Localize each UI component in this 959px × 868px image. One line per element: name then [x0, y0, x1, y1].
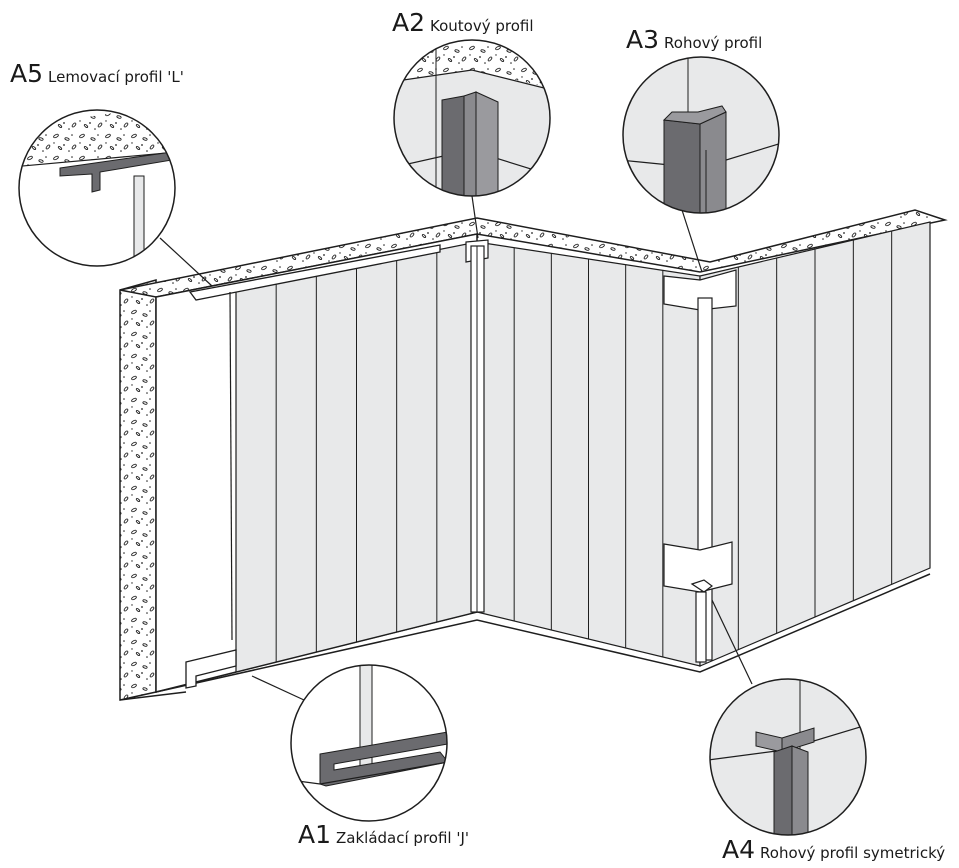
label-a1-name: Zakládací profil 'J' [336, 829, 470, 847]
j-profile-bottom [185, 649, 237, 689]
label-a2-code: A2 [392, 8, 426, 37]
label-a3-code: A3 [626, 25, 660, 54]
callout-a5-detail [18, 109, 176, 267]
left-wall-edge-plaster [119, 279, 157, 701]
callout-a1-detail [290, 664, 448, 822]
symmetric-corner-profile [663, 541, 733, 663]
label-a4-name: Rohový profil symetrický [760, 844, 946, 862]
label-a5-name: Lemovací profil 'L' [48, 68, 184, 86]
label-a5-code: A5 [10, 59, 44, 88]
label-a1-code: A1 [298, 820, 332, 849]
wall-bottom-ledge [119, 573, 931, 701]
right-panel-seams [737, 231, 893, 650]
callout-a2-detail [393, 39, 551, 197]
label-a4-code: A4 [722, 835, 756, 864]
label-a2-name: Koutový profil [430, 17, 534, 35]
label-a3-name: Rohový profil [664, 34, 763, 52]
callout-a3-detail [622, 56, 780, 214]
l-profile-top [188, 244, 441, 641]
leader-lines [159, 195, 753, 701]
inner-corner-profile [465, 239, 489, 613]
middle-panel-seams [513, 247, 664, 657]
left-panel-seams [275, 250, 438, 662]
callout-a4-detail [709, 678, 867, 836]
